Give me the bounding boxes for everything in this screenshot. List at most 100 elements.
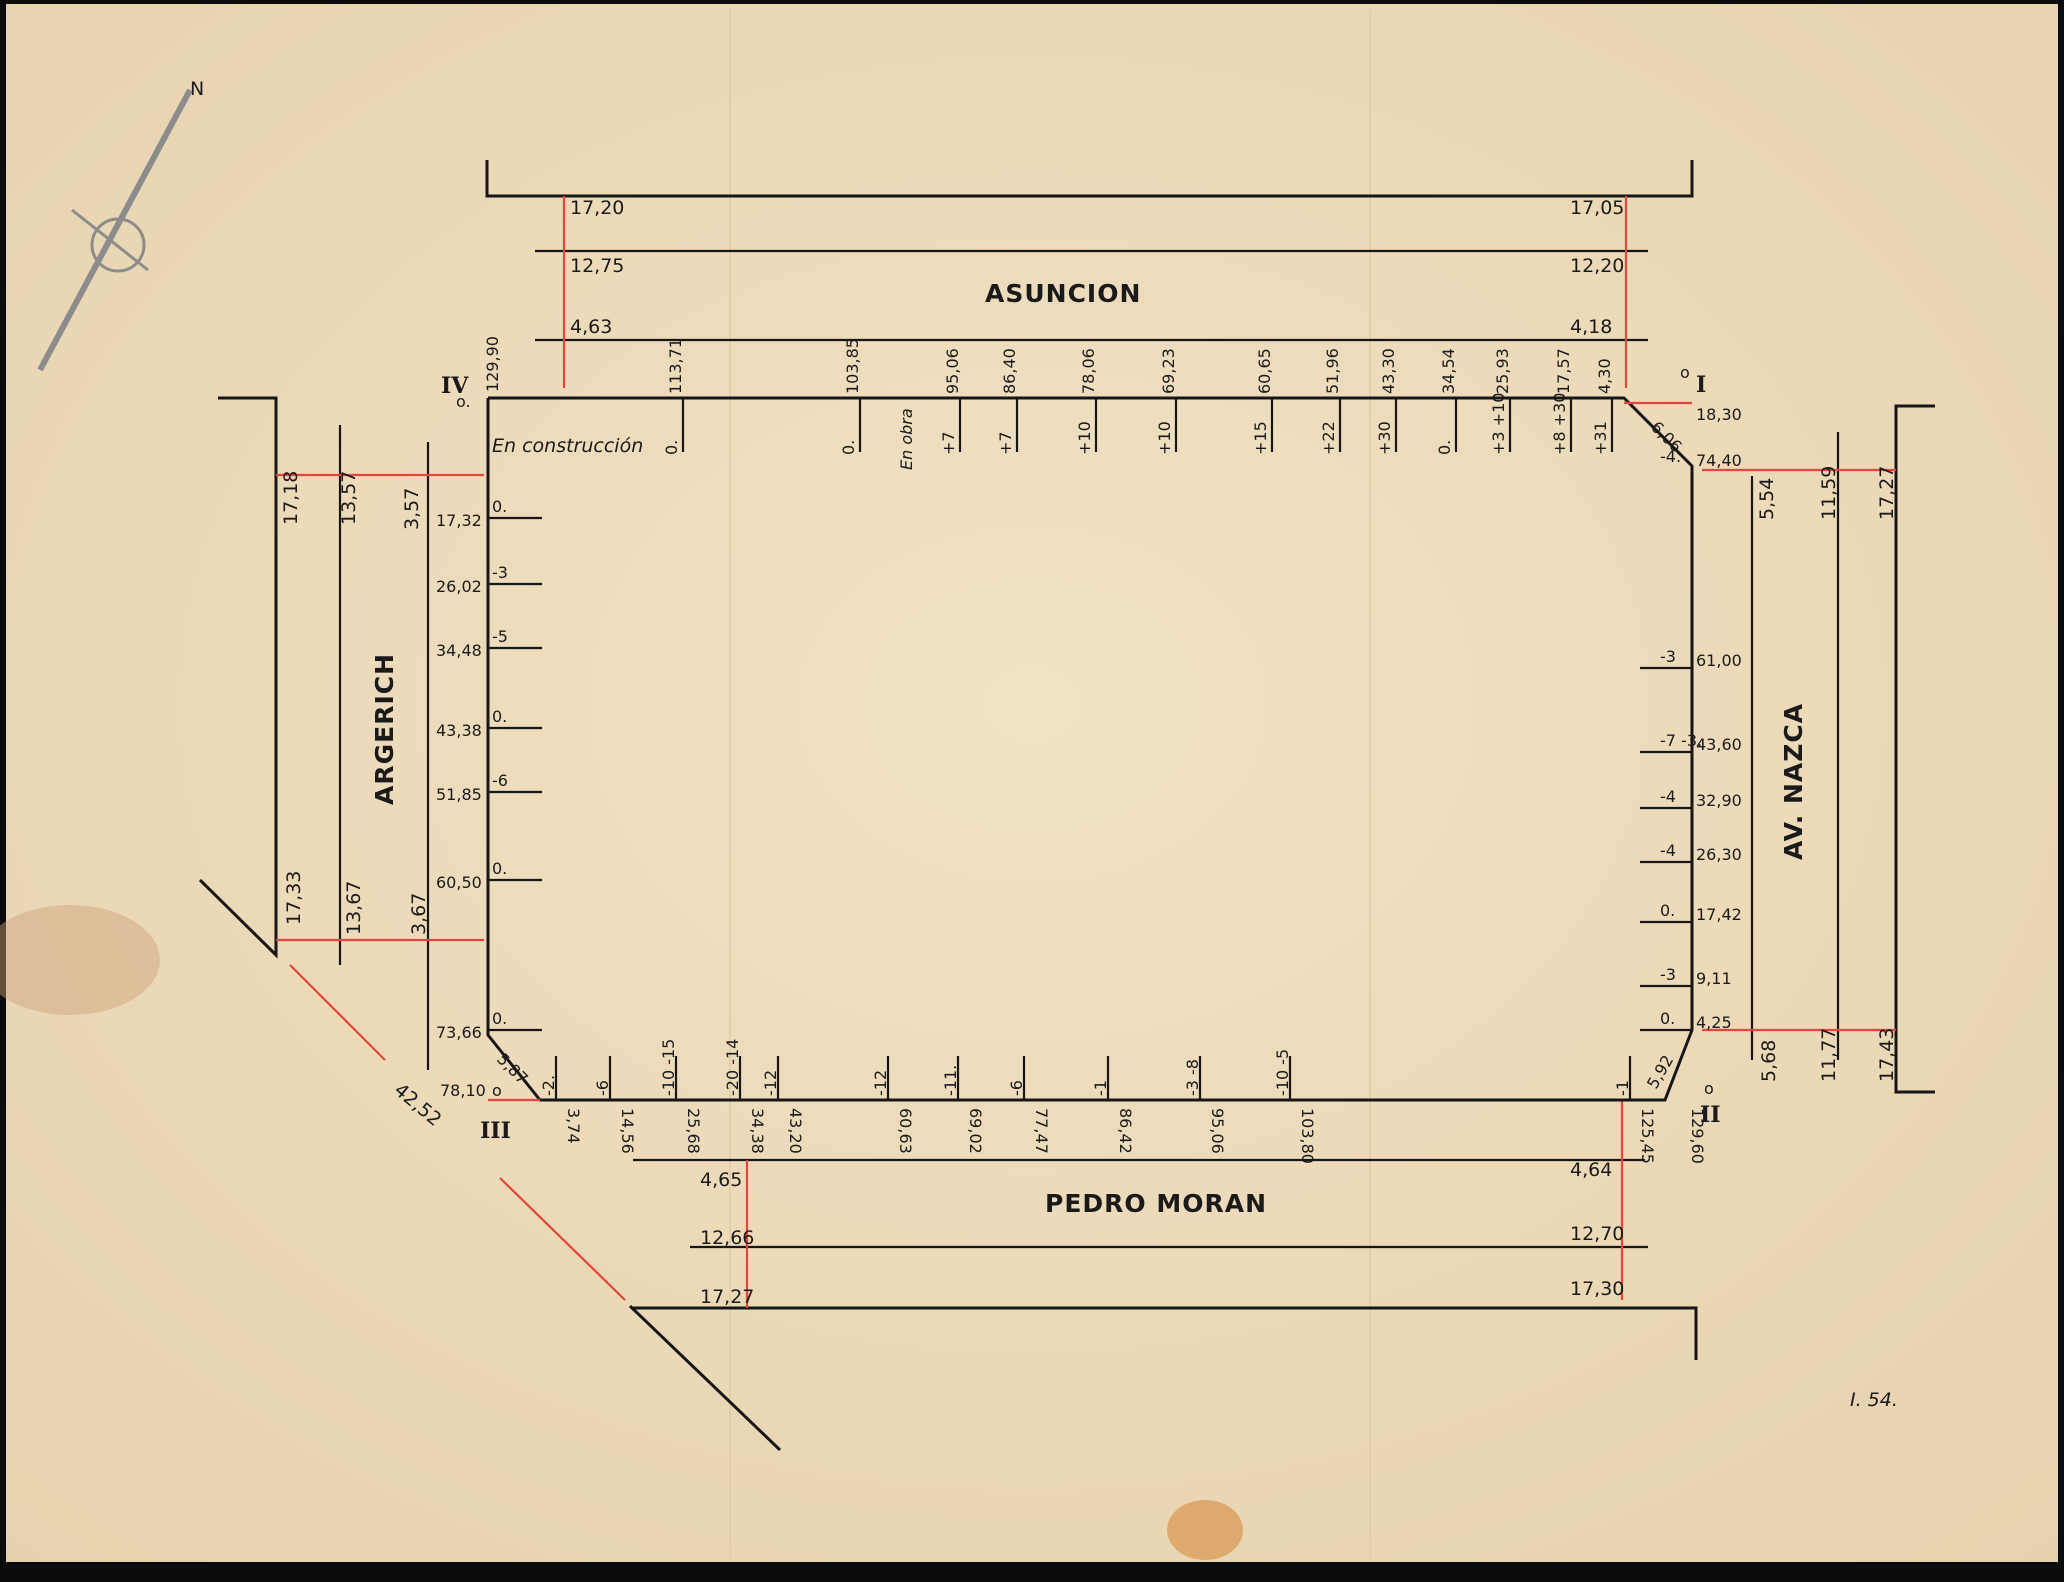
asuncion-right-value: 17,05 (1570, 197, 1624, 219)
asuncion-left-value: 4,63 (570, 316, 612, 338)
north-arrow-icon: N (37, 78, 204, 372)
east-station-distance: 43,60 (1696, 735, 1742, 754)
south-station-level: -6 (593, 1080, 612, 1096)
street-name-left: ARGERICH (370, 653, 399, 805)
south-station-level: -6 (1007, 1080, 1026, 1096)
corner-iii-label: III (480, 1118, 511, 1144)
north-station-distance: 60,65 (1255, 348, 1274, 394)
south-station-level: -10 -5 (1273, 1049, 1292, 1096)
west-station-distance: 60,50 (436, 873, 482, 892)
nazca-lower-value: 5,68 (1758, 1040, 1780, 1082)
corner-i-dist: 18,30 (1696, 405, 1742, 424)
east-station-level: -4 (1660, 787, 1676, 806)
west-station-level: 0. (492, 707, 507, 726)
south-station-distance: 3,74 (564, 1108, 583, 1144)
north-station-level: +10 (1155, 421, 1174, 455)
north-station-level: +7 (939, 431, 958, 455)
north-station-distance: 78,06 (1079, 348, 1098, 394)
east-station-distance: 32,90 (1696, 791, 1742, 810)
north-station-distance: 34,54 (1439, 348, 1458, 394)
south-station-distance: 77,47 (1032, 1108, 1051, 1154)
west-station-distance: 17,32 (436, 511, 482, 530)
corner-iv-zero: o. (456, 392, 471, 411)
corner-ii-zero: o (1704, 1079, 1714, 1098)
corner-i-zero: o (1680, 363, 1690, 382)
east-station-level: -3 (1660, 965, 1676, 984)
moran-right-value: 4,64 (1570, 1159, 1612, 1181)
south-station-level: -12 (871, 1070, 890, 1096)
south-station-distance: 14,56 (618, 1108, 637, 1154)
pedro-moran-street: 4,65 12,66 17,27 4,64 12,70 17,30 PEDRO … (633, 1100, 1698, 1360)
in-works-note: En obra (897, 408, 916, 470)
west-station-distance: 34,48 (436, 641, 482, 660)
east-station-level: 0. (1660, 901, 1675, 920)
south-station-level: -3 -8 (1183, 1059, 1202, 1096)
north-station-distance: 103,85 (843, 338, 862, 394)
south-station-level: -20 -14 (723, 1039, 742, 1096)
south-station-distance: 43,20 (786, 1108, 805, 1154)
corner-ii-label: II (1700, 1102, 1721, 1128)
north-station-level: 0. (1435, 440, 1454, 455)
east-station-distance: 9,11 (1696, 969, 1732, 988)
south-station-level: -2. (539, 1075, 558, 1096)
north-station-level: +3 +10 (1489, 393, 1508, 455)
corner-iv-label: IV (441, 373, 469, 399)
nazca-upper-value: 17,27 (1876, 466, 1898, 520)
east-station-level: -7 -3. (1660, 731, 1702, 750)
north-station-level: +15 (1251, 421, 1270, 455)
asuncion-right-value: 4,18 (1570, 316, 1612, 338)
east-station-level: 0. (1660, 1009, 1675, 1028)
moran-right-value: 12,70 (1570, 1223, 1624, 1245)
east-station-distance: 74,40 (1696, 451, 1742, 470)
construction-note: En construcción (492, 435, 643, 457)
west-station-level: -5 (492, 627, 508, 646)
east-station-distance: 26,30 (1696, 845, 1742, 864)
south-station-distance: 125,45 (1638, 1108, 1657, 1164)
north-station-level: +30 (1375, 421, 1394, 455)
west-station-level: -6 (492, 771, 508, 790)
west-station-distance: 43,38 (436, 721, 482, 740)
asuncion-left-value: 12,75 (570, 255, 624, 277)
west-station-distance: 51,85 (436, 785, 482, 804)
paper-background (6, 4, 2058, 1562)
south-station-distance: 103,80 (1298, 1108, 1317, 1164)
block-outline (486, 396, 1694, 1102)
south-station-level: -11. (941, 1065, 960, 1096)
south-station-distance: 34,38 (748, 1108, 767, 1154)
east-station-distance: 4,25 (1696, 1013, 1732, 1032)
west-station-distance: 26,02 (436, 577, 482, 596)
north-station-distance: 25,93 (1493, 348, 1512, 394)
north-station-distance: 51,96 (1323, 348, 1342, 394)
moran-left-value: 12,66 (700, 1227, 754, 1249)
argerich-lower-value: 3,67 (408, 893, 430, 935)
east-station-distance: 61,00 (1696, 651, 1742, 670)
north-station-distance: 95,06 (943, 348, 962, 394)
north-station-distance: 113,71 (666, 338, 685, 394)
corner-ii-dist: 129,60 (1688, 1108, 1707, 1164)
argerich-lower-value: 13,67 (343, 881, 365, 935)
asuncion-street: 17,20 12,75 4,63 17,05 12,20 4,18 ASUNCI… (485, 160, 1694, 388)
nazca-upper-value: 11,59 (1818, 466, 1840, 520)
north-station-distance: 4,30 (1595, 358, 1614, 394)
argerich-street: 17,18 13,57 3,57 17,33 13,67 3,67 ARGERI… (198, 396, 484, 1070)
sheet-number: I. 54. (1850, 1389, 1898, 1411)
moran-right-value: 17,30 (1570, 1278, 1624, 1300)
street-name-bottom: PEDRO MORAN (1045, 1189, 1267, 1218)
south-station-level: -1 (1613, 1080, 1632, 1096)
corner-iii-dist: 78,10 (440, 1081, 486, 1100)
north-label: N (190, 78, 204, 100)
west-station-distance: 73,66 (436, 1023, 482, 1042)
south-station-distance: 95,06 (1208, 1108, 1227, 1154)
paper-stain (1167, 1500, 1243, 1560)
nazca-upper-value: 5,54 (1756, 478, 1778, 520)
south-station-level: -1 (1091, 1080, 1110, 1096)
east-station-level: -4 (1660, 841, 1676, 860)
east-station-distance: 17,42 (1696, 905, 1742, 924)
north-station-level: 0. (839, 440, 858, 455)
north-station-distance: 69,23 (1159, 348, 1178, 394)
west-station-level: -3 (492, 563, 508, 582)
survey-stations: 113,710.103,850.95,06+786,40+778,06+1069… (436, 338, 1742, 1164)
argerich-upper-value: 13,57 (338, 471, 360, 525)
